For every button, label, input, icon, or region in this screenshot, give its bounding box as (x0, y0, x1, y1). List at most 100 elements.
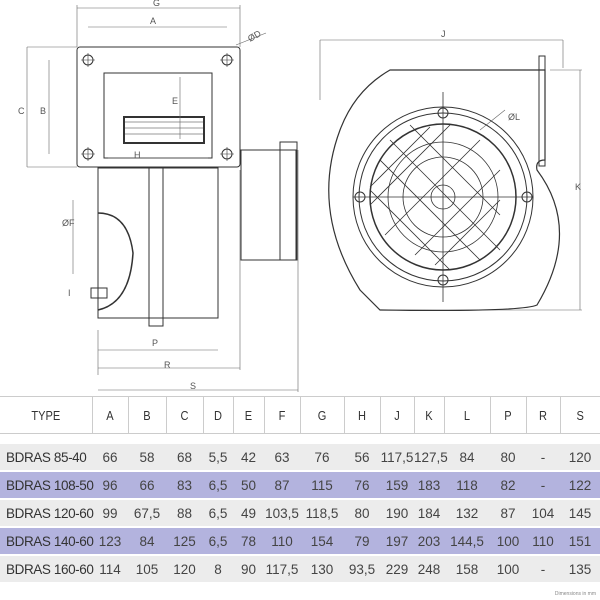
value-cell: 118 (444, 471, 490, 500)
value-cell: 6,5 (203, 527, 233, 556)
dim-label-d: ØD (246, 28, 263, 44)
value-cell: 5,5 (203, 443, 233, 472)
column-header-a: A (94, 396, 126, 434)
dim-label-b: B (40, 106, 46, 116)
value-cell: 66 (128, 471, 166, 500)
value-cell: 49 (233, 499, 264, 528)
value-cell: 123 (92, 527, 128, 556)
column-header-g: G (302, 396, 341, 434)
value-cell: 125 (166, 527, 203, 556)
value-cell: 82 (490, 471, 526, 500)
value-cell: 122 (560, 471, 600, 500)
value-cell: 68 (166, 443, 203, 472)
column-header-f: F (266, 396, 298, 434)
screw-icon (354, 107, 533, 286)
type-cell: BDRAS 120-60 (0, 499, 94, 528)
value-cell: 197 (380, 527, 414, 556)
value-cell: 50 (233, 471, 264, 500)
value-cell: 84 (128, 527, 166, 556)
mount-hole-icon (81, 53, 234, 161)
value-cell: 80 (344, 499, 380, 528)
dim-label-g: G (153, 0, 160, 8)
value-cell: 135 (560, 555, 600, 584)
value-cell: 120 (166, 555, 203, 584)
value-cell: 87 (264, 471, 300, 500)
column-header-r: R (528, 396, 558, 434)
dim-label-i: I (68, 288, 71, 298)
value-cell: 103,5 (264, 499, 300, 528)
column-header-type: TYPE (6, 396, 86, 434)
value-cell: 84 (444, 443, 490, 472)
value-cell: 67,5 (128, 499, 166, 528)
value-cell: 184 (414, 499, 444, 528)
value-cell: 229 (380, 555, 414, 584)
value-cell: 118,5 (300, 499, 344, 528)
type-cell: BDRAS 160-60 (0, 555, 94, 584)
value-cell: 78 (233, 527, 264, 556)
value-cell: 79 (344, 527, 380, 556)
value-cell: 100 (490, 555, 526, 584)
value-cell: 83 (166, 471, 203, 500)
column-header-s: S (562, 396, 597, 434)
value-cell: 130 (300, 555, 344, 584)
value-cell: 87 (490, 499, 526, 528)
flange-plate (76, 46, 241, 168)
column-header-e: E (234, 396, 262, 434)
type-cell: BDRAS 85-40 (0, 443, 92, 472)
value-cell: 120 (560, 443, 600, 472)
value-cell: 90 (233, 555, 264, 584)
dim-label-j: J (441, 29, 446, 39)
column-header-c: C (168, 396, 201, 434)
dim-label-f: ØF (62, 218, 75, 228)
type-cell: BDRAS 108-50 (0, 471, 94, 500)
dim-label-a: A (150, 16, 156, 26)
value-cell: 117,5 (380, 443, 414, 472)
value-cell: 93,5 (344, 555, 380, 584)
value-cell: 151 (560, 527, 600, 556)
value-cell: 96 (92, 471, 128, 500)
value-cell: 248 (414, 555, 444, 584)
column-header-j: J (382, 396, 412, 434)
footer-note: Dimensions in mm (554, 591, 596, 597)
value-cell: 80 (490, 443, 526, 472)
value-cell: 56 (344, 443, 380, 472)
value-cell: 115 (300, 471, 344, 500)
value-cell: 145 (560, 499, 600, 528)
column-header-b: B (130, 396, 164, 434)
dim-label-p: P (152, 338, 158, 348)
value-cell: 114 (92, 555, 128, 584)
technical-drawing: G A ØD C B E H ØF I P R S J ØL K (18, 0, 582, 392)
column-header-d: D (204, 396, 231, 434)
value-cell: 88 (166, 499, 203, 528)
value-cell: 6,5 (203, 499, 233, 528)
dim-label-c: C (18, 106, 25, 116)
value-cell: 110 (264, 527, 300, 556)
value-cell: 104 (526, 499, 560, 528)
value-cell: 42 (233, 443, 264, 472)
value-cell: 8 (203, 555, 233, 584)
dim-label-k: K (575, 182, 581, 192)
value-cell: 76 (300, 443, 344, 472)
type-cell: BDRAS 140-60 (0, 527, 94, 556)
value-cell: 203 (414, 527, 444, 556)
dim-label-r: R (164, 360, 171, 370)
value-cell: 105 (128, 555, 166, 584)
dim-label-s: S (190, 381, 196, 391)
value-cell: 100 (490, 527, 526, 556)
value-cell: 110 (526, 527, 560, 556)
value-cell: 6,5 (203, 471, 233, 500)
value-cell: 154 (300, 527, 344, 556)
value-cell: - (526, 471, 560, 500)
dim-label-h: H (134, 150, 141, 160)
dim-label-l: ØL (508, 112, 520, 122)
value-cell: 99 (92, 499, 128, 528)
value-cell: 183 (414, 471, 444, 500)
value-cell: 159 (380, 471, 414, 500)
value-cell: 63 (264, 443, 300, 472)
